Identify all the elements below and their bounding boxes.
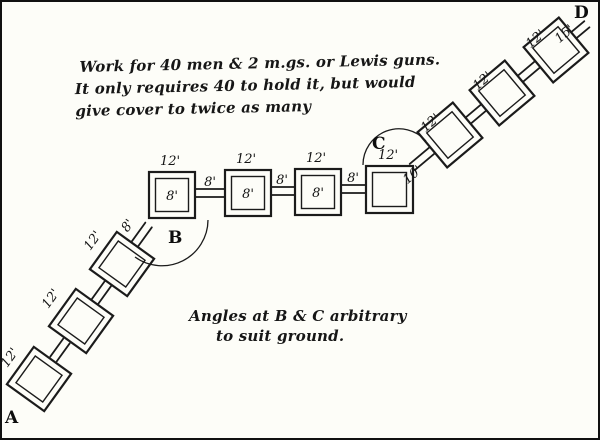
redoubt-square-a1 (88, 230, 156, 298)
trench-link (194, 188, 226, 198)
note-capacity-line3: give cover to twice as many (75, 97, 312, 120)
dim-label-square-side: 12' (378, 148, 398, 163)
dim-label-link: 8' (347, 171, 359, 186)
dim-label-link: 8' (204, 175, 216, 190)
dim-label-square-side: 12' (306, 151, 326, 166)
angle-arc-c (362, 128, 427, 166)
dim-label-square-side: 12' (160, 154, 180, 169)
dim-label-square-inner: 8' (242, 187, 254, 202)
dim-label-square-inner: 8' (166, 189, 178, 204)
dim-label-square-inner: 8' (312, 186, 324, 201)
note-capacity: Work for 40 men & 2 m.gs. or Lewis guns.… (74, 50, 441, 120)
dim-label-link: 8' (276, 173, 288, 188)
redoubt-square-3 (293, 167, 343, 217)
angle-arc-b (134, 219, 209, 267)
note-capacity-line1: Work for 40 men & 2 m.gs. or Lewis guns. (79, 50, 440, 76)
corner-label-d: D (574, 3, 589, 23)
corner-label-b: B (168, 228, 182, 248)
trench-link (569, 20, 591, 40)
note-angles: Angles at B & C arbitrary to suit ground… (187, 307, 408, 345)
trench-link (517, 60, 541, 83)
dim-label-square-side: 12' (81, 228, 105, 253)
note-capacity-line2: It only requires 40 to hold it, but woul… (74, 73, 416, 98)
trench-link (90, 280, 113, 305)
redoubt-square-d2 (468, 59, 536, 127)
note-angles-line1: Angles at B & C arbitrary (187, 307, 408, 325)
redoubt-square-a3 (5, 345, 73, 413)
trench-link (49, 337, 71, 363)
redoubt-square-2 (223, 168, 273, 218)
note-angles-line2: to suit ground. (216, 327, 344, 345)
trench-link (129, 221, 153, 250)
redoubt-square-a2 (47, 287, 115, 355)
redoubt-square-1 (147, 170, 197, 220)
trench-link (464, 102, 488, 126)
redoubt-square-d3 (522, 16, 590, 84)
dim-label-link: 8' (119, 217, 138, 235)
dim-label-square-side: 12' (236, 152, 256, 167)
trench-link (341, 184, 367, 194)
redoubt-square-4 (364, 164, 415, 215)
trench-link (408, 145, 438, 171)
redoubt-square-d1 (416, 101, 484, 169)
dim-label-square-side: 12' (39, 286, 63, 311)
trench-link (270, 186, 296, 196)
corner-label-a: A (4, 408, 19, 428)
corner-label-c: C (372, 134, 386, 154)
